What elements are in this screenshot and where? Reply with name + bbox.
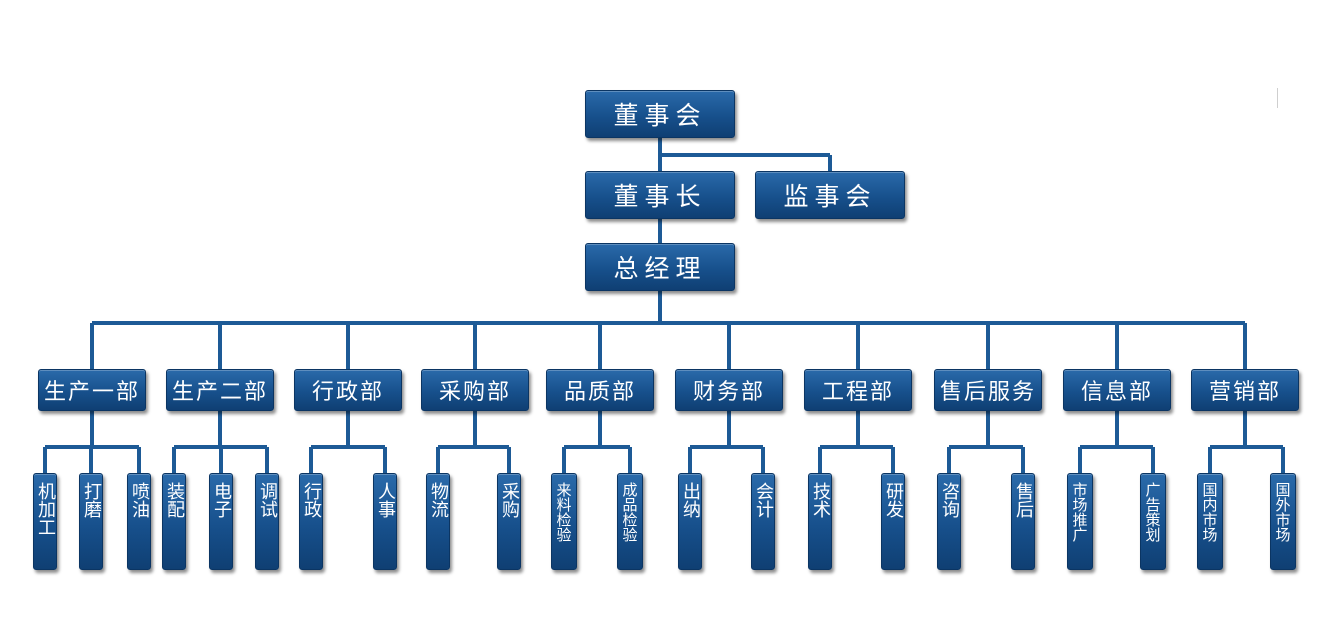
unit-domestic-market-box[interactable]: 国内市场 xyxy=(1197,473,1223,570)
unit-overseas-market-box[interactable]: 国外市场 xyxy=(1270,473,1296,570)
unit-rnd-box[interactable]: 研发 xyxy=(881,473,905,570)
unit-painting-box[interactable]: 喷油 xyxy=(127,473,151,570)
unit-electronics-box[interactable]: 电子 xyxy=(209,473,233,570)
unit-advertising-box[interactable]: 广告策划 xyxy=(1140,473,1166,570)
dept-marketing-box[interactable]: 营销部 xyxy=(1191,369,1299,411)
general-manager-box[interactable]: 总经理 xyxy=(585,243,735,291)
dept-quality-box[interactable]: 品质部 xyxy=(546,369,654,411)
dept-information-box[interactable]: 信息部 xyxy=(1063,369,1171,411)
unit-machining-box[interactable]: 机加工 xyxy=(33,473,57,570)
dept-administration-box[interactable]: 行政部 xyxy=(294,369,402,411)
unit-cashier-box[interactable]: 出纳 xyxy=(678,473,702,570)
unit-accounting-box[interactable]: 会计 xyxy=(751,473,775,570)
dept-production-2-box[interactable]: 生产二部 xyxy=(166,369,274,411)
supervisory-board-box[interactable]: 监事会 xyxy=(755,171,905,219)
chairman-box[interactable]: 董事长 xyxy=(585,171,735,219)
board-box[interactable]: 董事会 xyxy=(585,90,735,138)
unit-procurement-box[interactable]: 采购 xyxy=(497,473,521,570)
decorative-mark xyxy=(1277,88,1278,108)
unit-logistics-box[interactable]: 物流 xyxy=(426,473,450,570)
unit-technology-box[interactable]: 技术 xyxy=(808,473,832,570)
unit-promotion-box[interactable]: 市场推广 xyxy=(1067,473,1093,570)
unit-incoming-inspection-box[interactable]: 来料检验 xyxy=(551,473,577,570)
unit-service-box[interactable]: 售后 xyxy=(1011,473,1035,570)
dept-finance-box[interactable]: 财务部 xyxy=(675,369,783,411)
unit-grinding-box[interactable]: 打磨 xyxy=(79,473,103,570)
unit-hr-box[interactable]: 人事 xyxy=(373,473,397,570)
dept-engineering-box[interactable]: 工程部 xyxy=(804,369,912,411)
dept-production-1-box[interactable]: 生产一部 xyxy=(38,369,146,411)
dept-purchasing-box[interactable]: 采购部 xyxy=(421,369,529,411)
unit-debugging-box[interactable]: 调试 xyxy=(255,473,279,570)
unit-assembly-box[interactable]: 装配 xyxy=(162,473,186,570)
unit-admin-box[interactable]: 行政 xyxy=(299,473,323,570)
dept-after-sales-box[interactable]: 售后服务 xyxy=(934,369,1042,411)
unit-final-inspection-box[interactable]: 成品检验 xyxy=(617,473,643,570)
unit-consulting-box[interactable]: 咨询 xyxy=(937,473,961,570)
